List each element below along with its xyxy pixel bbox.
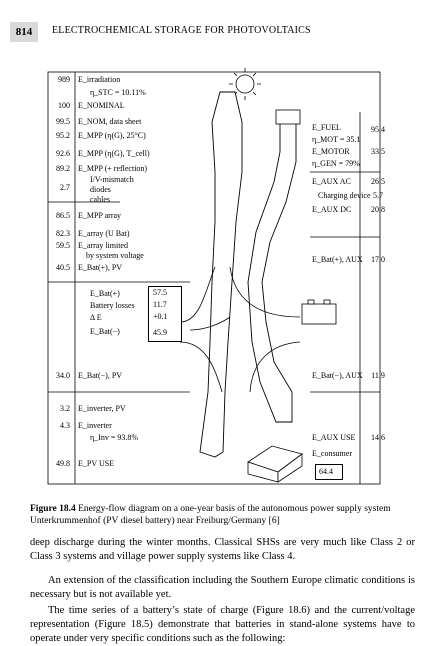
label-iv-mismatch: I/V-mismatch	[90, 175, 134, 184]
label-bat-plus: E_Bat(+)	[90, 289, 120, 298]
body-paragraph-3: The time series of a battery’s state of …	[30, 605, 415, 644]
label-nominal: E_NOMINAL	[78, 101, 125, 110]
label-irradiation: E_irradiation	[78, 75, 121, 84]
value-bat-minus-pv: 34.0	[56, 371, 70, 380]
label-bat-minus-pv: E_Bat(−), PV	[78, 371, 123, 380]
label-battery-losses: Battery losses	[90, 301, 135, 310]
label-eta-inv: η_Inv = 93.8%	[90, 433, 139, 442]
value-battery-out: 45.9	[153, 328, 167, 337]
label-bat-minus: E_Bat(−)	[90, 327, 120, 336]
value-aux-dc: 20.8	[371, 205, 385, 214]
value-motor: 33.5	[371, 147, 385, 156]
charge-flow-2	[229, 266, 301, 318]
value-irradiation: 989	[58, 75, 70, 84]
value-bat-plus-aux: 17.0	[371, 255, 385, 264]
energy-flow-figure: 989 100 99.5 95.2 92.6 89.2 2.7 86.5 82.…	[30, 62, 420, 498]
value-charging-device: 5.7	[373, 191, 383, 200]
label-bat-minus-aux: E_Bat(−), AUX	[312, 371, 363, 380]
label-pv-use: E_PV USE	[78, 459, 115, 468]
label-charging-device: Charging device	[318, 191, 371, 200]
label-consumer: E_consumer	[312, 449, 352, 458]
value-mpp-gtcell: 92.6	[56, 149, 70, 158]
value-mpp-refl: 89.2	[56, 164, 70, 173]
label-inverter-pv: E_inverter, PV	[78, 404, 126, 413]
battery-values-box: 57.5 11.7 +0.1 45.9	[148, 286, 182, 342]
label-inverter: E_inverter	[78, 421, 112, 430]
value-inverter: 4.3	[60, 421, 70, 430]
pv-flow-band	[199, 91, 243, 458]
value-battery-in: 57.5	[153, 288, 167, 297]
value-aux-use: 14.6	[371, 433, 385, 442]
label-aux-ac: E_AUX AC	[312, 177, 351, 186]
value-delta-e: +0.1	[153, 312, 168, 321]
value-nominal: 100	[58, 101, 70, 110]
value-inverter-pv: 3.2	[60, 404, 70, 413]
label-aux-dc: E_AUX DC	[312, 205, 352, 214]
label-eta-mot: η_MOT = 35.1	[312, 135, 361, 144]
discharge-flow-1	[179, 341, 223, 393]
label-bat-plus-aux: E_Bat(+), AUX	[312, 255, 363, 264]
sun-icon	[229, 68, 261, 100]
value-mpp-array: 86.5	[56, 211, 70, 220]
discharge-flow-2	[249, 341, 301, 393]
value-fuel: 95.4	[371, 125, 385, 134]
label-diodes: diodes	[90, 185, 111, 194]
value-bat-minus-aux: 11.9	[371, 371, 385, 380]
charge-flow-1	[179, 266, 216, 323]
label-by-system-voltage: by system voltage	[86, 251, 144, 260]
value-battery-losses: 11.7	[153, 300, 167, 309]
diesel-flow-band	[247, 121, 297, 423]
value-mpp-g25: 95.2	[56, 131, 70, 140]
energy-flow-diagram	[47, 68, 381, 485]
figure-caption: Figure 18.4 Energy-flow diagram on a one…	[30, 503, 415, 527]
label-mpp-g25: E_MPP (η(G), 25°C)	[78, 131, 146, 140]
caption-label: Figure 18.4	[30, 504, 76, 514]
battery-loss-arrow	[189, 316, 231, 331]
value-pv-use: 49.8	[56, 459, 70, 468]
value-mismatch: 2.7	[60, 183, 70, 192]
value-nom-data: 99.5	[56, 117, 70, 126]
label-nom-data: E_NOM, data sheet	[78, 117, 142, 126]
body-paragraph-1: deep discharge during the winter months.…	[30, 537, 415, 562]
label-mpp-array: E_MPP array	[78, 211, 122, 220]
label-aux-use: E_AUX USE	[312, 433, 356, 442]
label-eta-stc: η_STC = 10.11%	[90, 88, 146, 97]
label-mpp-gtcell: E_MPP (η(G), T_cell)	[78, 149, 150, 158]
house-icon	[247, 445, 303, 483]
caption-text: Energy-flow diagram on a one-year basis …	[30, 504, 391, 526]
label-mpp-refl: E_MPP (+ reflection)	[78, 164, 148, 173]
label-motor: E_MOTOR	[312, 147, 350, 156]
consumer-total-box: 64.4	[315, 464, 343, 480]
label-array-limited: E_array limited	[78, 241, 128, 250]
label-array-ubat: E_array (U Bat)	[78, 229, 130, 238]
value-consumer: 64.4	[319, 467, 333, 476]
label-cables: cables	[90, 195, 110, 204]
value-array-ubat: 82.3	[56, 229, 70, 238]
value-aux-ac: 26.5	[371, 177, 385, 186]
body-paragraph-2: An extension of the classification inclu…	[30, 575, 415, 600]
page-number: 814	[10, 22, 38, 42]
battery-icon	[301, 299, 337, 325]
running-title: ELECTROCHEMICAL STORAGE FOR PHOTOVOLTAIC…	[52, 25, 311, 36]
value-array-limited: 59.5	[56, 241, 70, 250]
value-bat-plus-pv: 40.5	[56, 263, 70, 272]
label-eta-gen: η_GEN = 79%	[312, 159, 360, 168]
label-bat-plus-pv: E_Bat(+), PV	[78, 263, 123, 272]
fuel-tank	[275, 109, 301, 125]
label-delta-e: Δ E	[90, 313, 102, 322]
label-fuel: E_FUEL	[312, 123, 341, 132]
figure-frame	[47, 71, 381, 485]
page-header: 814 ELECTROCHEMICAL STORAGE FOR PHOTOVOL…	[10, 22, 430, 46]
